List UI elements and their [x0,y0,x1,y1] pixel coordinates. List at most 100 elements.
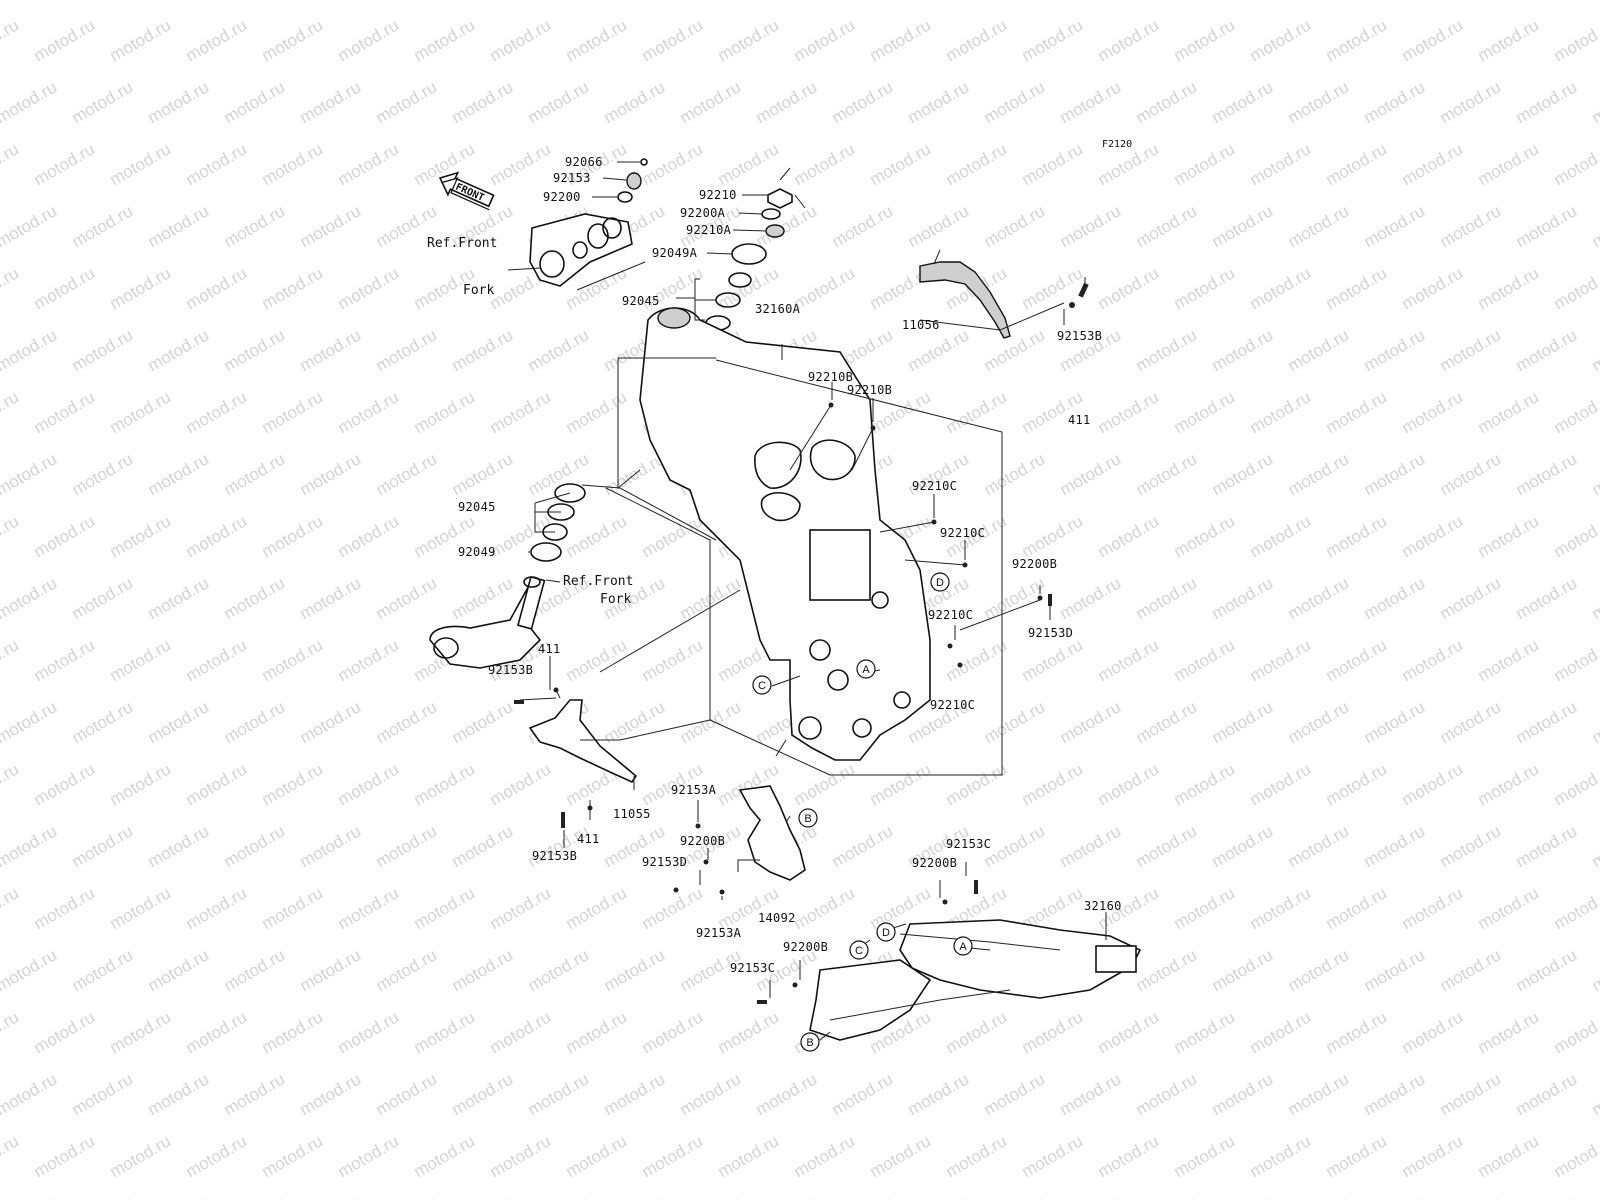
watermark-text: motod.ru [1209,945,1277,995]
watermark-text: motod.ru [1589,325,1600,375]
watermark-text: motod.ru [31,511,99,561]
watermark-text: motod.ru [1551,635,1600,685]
watermark-text: motod.ru [373,1193,441,1200]
watermark-text: motod.ru [297,697,365,747]
label-32160A: 32160A [755,302,801,316]
watermark-text: motod.ru [867,15,935,65]
watermark-text: motod.ru [1475,15,1543,65]
watermark-text: motod.ru [981,0,1049,3]
part-92049-ring [530,542,562,562]
watermark-text: motod.ru [449,821,517,871]
watermark-text: motod.ru [1057,1193,1125,1200]
lower-triple-clamp [429,575,546,669]
watermark-text: motod.ru [183,635,251,685]
watermark-text: motod.ru [411,387,479,437]
watermark-text: motod.ru [373,821,441,871]
watermark-text: motod.ru [183,15,251,65]
watermark-text: motod.ru [1209,821,1277,871]
washer-92200b-icon [942,899,948,905]
watermark-text: motod.ru [373,0,441,3]
watermark-text: motod.ru [487,139,555,189]
steering-stem-set [705,188,793,331]
watermark-text: motod.ru [107,15,175,65]
watermark-text: motod.ru [335,511,403,561]
watermark-text: motod.ru [525,449,593,499]
watermark-text: motod.ru [259,15,327,65]
watermark-text: motod.ru [943,1007,1011,1057]
watermark-text: motod.ru [183,1131,251,1181]
watermark-text: motod.ru [1247,883,1315,933]
watermark-text: motod.ru [1513,325,1581,375]
watermark-text: motod.ru [753,1069,821,1119]
watermark-text: motod.ru [487,883,555,933]
watermark-text: motod.ru [1361,697,1429,747]
watermark-text: motod.ru [0,201,60,251]
watermark-text: motod.ru [943,387,1011,437]
watermark-text: motod.ru [297,573,365,623]
watermark-text: motod.ru [981,1069,1049,1119]
watermark-text: motod.ru [1551,759,1600,809]
watermark-text: motod.ru [335,1007,403,1057]
watermark-text: motod.ru [1475,883,1543,933]
watermark-text: motod.ru [69,449,137,499]
watermark-text: motod.ru [411,883,479,933]
callout-a-frame: A [856,659,876,679]
watermark-text: motod.ru [753,201,821,251]
watermark-text: motod.ru [411,1007,479,1057]
watermark-text: motod.ru [677,1069,745,1119]
watermark-text: motod.ru [259,511,327,561]
watermark-text: motod.ru [1437,77,1505,127]
watermark-text: motod.ru [639,1131,707,1181]
svg-text:B: B [804,813,811,825]
watermark-text: motod.ru [601,77,669,127]
svg-text:A: A [959,941,967,953]
watermark-text: motod.ru [145,77,213,127]
watermark-text: motod.ru [107,511,175,561]
watermark-text: motod.ru [1095,1007,1163,1057]
watermark-text: motod.ru [981,325,1049,375]
watermark-text: motod.ru [449,77,517,127]
watermark-text: motod.ru [69,201,137,251]
watermark-text: motod.ru [829,1069,897,1119]
watermark-text: motod.ru [373,325,441,375]
watermark-text: motod.ru [0,15,22,65]
watermark-text: motod.ru [183,139,251,189]
watermark-text: motod.ru [297,945,365,995]
label-92200B-mid: 92200B [680,834,725,848]
watermark-text: motod.ru [335,883,403,933]
watermark-text: motod.ru [411,759,479,809]
watermark-text: motod.ru [335,263,403,313]
watermark-text: motod.ru [221,77,289,127]
watermark-text: motod.ru [563,15,631,65]
watermark-text: motod.ru [145,697,213,747]
watermark-text: motod.ru [183,511,251,561]
watermark-text: motod.ru [107,759,175,809]
watermark-text: motod.ru [1247,387,1315,437]
watermark-text: motod.ru [487,1007,555,1057]
watermark-text: motod.ru [411,1131,479,1181]
label-411-left-2: 411 [577,832,600,846]
watermark-text: motod.ru [1551,139,1600,189]
watermark-text: motod.ru [981,449,1049,499]
watermark-text: motod.ru [791,1131,859,1181]
watermark-text: motod.ru [1513,573,1581,623]
label-92210C-3: 92210C [928,608,973,622]
watermark-text: motod.ru [715,1131,783,1181]
part-92153-icon [626,172,642,190]
svg-text:C: C [758,680,766,692]
watermark-text: motod.ru [1285,697,1353,747]
watermark-text: motod.ru [1019,511,1087,561]
watermark-text: motod.ru [601,1193,669,1200]
watermark-text: motod.ru [1019,263,1087,313]
watermark-text: motod.ru [1437,1069,1505,1119]
watermark-text: motod.ru [1285,77,1353,127]
watermark-text: motod.ru [677,0,745,3]
watermark-text: motod.ru [1171,263,1239,313]
label-92200B-bottom-2: 92200B [783,940,828,954]
watermark-text: motod.ru [31,139,99,189]
watermark-text: motod.ru [1057,201,1125,251]
watermark-text: motod.ru [867,139,935,189]
watermark-text: motod.ru [1285,821,1353,871]
watermark-text: motod.ru [791,139,859,189]
watermark-text: motod.ru [1589,449,1600,499]
